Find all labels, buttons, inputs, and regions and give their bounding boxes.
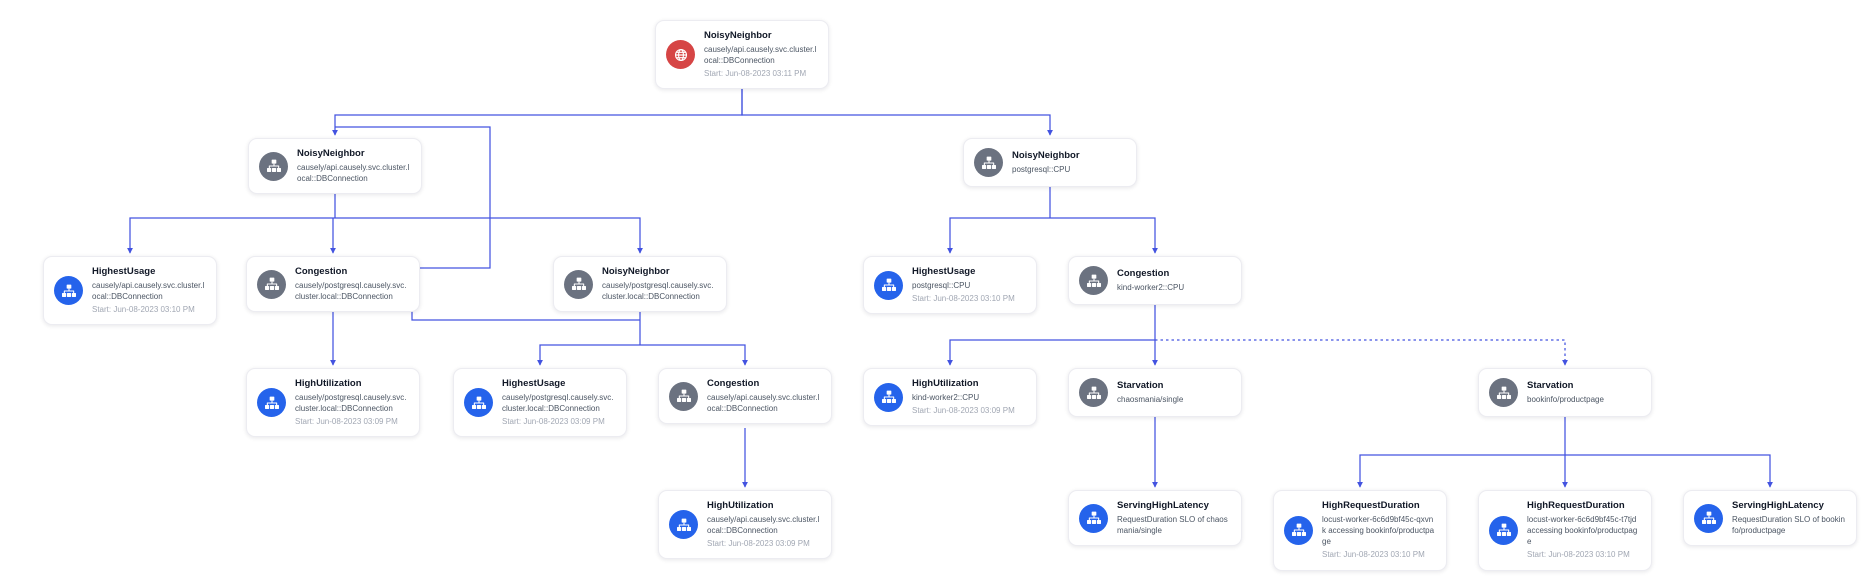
sitemap-icon [874,270,903,300]
node-card-servinghighlatency-chaosmania[interactable]: ServingHighLatency RequestDuration SLO o… [1068,490,1242,547]
node-card-congestion-postgres[interactable]: Congestion causely/postgresql.causely.sv… [246,256,420,313]
node-description: kind-worker2::CPU [912,392,980,402]
node-card-highestusage-postgres-cpu[interactable]: HighestUsage postgresql::CPU Start: Jun-… [863,256,1037,315]
node-start-time: Start: Jun-08-2023 03:10 PM [92,305,195,315]
node-card-congestion-kindworker2[interactable]: Congestion kind-worker2::CPU [1068,256,1242,305]
edge-nn-postgres-db-to-highestusage-postgres-db [537,344,640,366]
node-description: causely/api.causely.svc.cluster.local::D… [297,162,410,183]
node-start-time: Start: Jun-08-2023 03:10 PM [1527,550,1630,560]
node-title: Congestion [295,266,348,277]
sitemap-icon [464,388,493,418]
edge-congestion-kindworker2-to-highutilization-kindworker2 [947,339,1155,366]
sitemap-icon [257,388,286,418]
node-card-highutilization-api[interactable]: HighUtilization causely/api.causely.svc.… [658,490,832,560]
node-description: causely/api.causely.svc.cluster.local::D… [707,514,820,535]
edge-nn-api-to-nn-postgres-db [335,217,643,254]
node-card-nn-api[interactable]: NoisyNeighbor causely/api.causely.svc.cl… [248,138,422,195]
node-description: kind-worker2::CPU [1117,282,1185,292]
sitemap-icon [1079,378,1108,407]
node-description: postgresql::CPU [912,280,971,290]
node-card-nn-postgres-cpu[interactable]: NoisyNeighbor postgresql::CPU [963,138,1137,187]
globe-icon [666,40,695,70]
node-description: locust-worker-6c6d9bf45c-t7tjd accessing… [1527,514,1638,547]
sitemap-icon [257,269,286,299]
edge-congestion-kindworker2-to-starvation-bookinfo [1155,339,1568,366]
node-title: Starvation [1117,380,1164,391]
edge-starvation-bookinfo-to-highrequestduration-qxvnk [1357,454,1565,488]
node-description: causely/postgresql.causely.svc.cluster.l… [295,392,407,413]
edge-nn-postgres-cpu-to-congestion-kindworker2 [1050,217,1158,254]
sitemap-icon [974,148,1003,177]
sitemap-icon [564,269,593,299]
sitemap-icon [1489,515,1518,545]
node-title: NoisyNeighbor [297,148,365,159]
node-title: NoisyNeighbor [704,30,772,41]
node-title: HighestUsage [92,266,156,277]
node-description: bookinfo/productpage [1527,394,1604,404]
node-card-highestusage-api[interactable]: HighestUsage causely/api.causely.svc.clu… [43,256,217,326]
sitemap-icon [874,382,903,412]
node-description: locust-worker-6c6d9bf45c-qxvnk accessing… [1322,514,1435,547]
node-description: causely/api.causely.svc.cluster.local::D… [92,280,205,301]
node-title: HighUtilization [295,378,362,389]
node-card-highutilization-kindworker2[interactable]: HighUtilization kind-worker2::CPU Start:… [863,368,1037,427]
edge-nn-api-to-nn-postgres-db [335,126,640,321]
node-card-servinghighlatency-bookinfo[interactable]: ServingHighLatency RequestDuration SLO o… [1683,490,1857,547]
edge-nn-postgres-db-to-congestion-api [640,344,748,366]
node-card-highrequestduration-t7tjd[interactable]: HighRequestDuration locust-worker-6c6d9b… [1478,490,1652,571]
node-description: causely/api.causely.svc.cluster.local::D… [704,44,817,65]
node-card-starvation-bookinfo[interactable]: Starvation bookinfo/productpage [1478,368,1652,417]
node-title: HighRequestDuration [1322,500,1420,511]
node-title: HighRequestDuration [1527,500,1625,511]
node-title: Congestion [707,378,760,389]
sitemap-icon [259,151,288,181]
sitemap-icon [1694,503,1723,533]
sitemap-icon [1489,378,1518,407]
node-title: HighUtilization [707,500,774,511]
edge-nn-postgres-cpu-to-highestusage-postgres-cpu [947,217,1050,254]
node-title: HighestUsage [912,266,976,277]
sitemap-icon [669,510,698,540]
node-start-time: Start: Jun-08-2023 03:09 PM [295,417,398,427]
sitemap-icon [54,276,83,306]
node-title: HighestUsage [502,378,566,389]
node-description: causely/api.causely.svc.cluster.local::D… [707,392,820,413]
sitemap-icon [1079,266,1108,295]
node-description: postgresql::CPU [1012,164,1071,174]
node-start-time: Start: Jun-08-2023 03:09 PM [707,539,810,549]
node-description: causely/postgresql.causely.svc.cluster.l… [295,280,407,301]
node-description: chaosmania/single [1117,394,1184,404]
sitemap-icon [669,381,698,411]
node-start-time: Start: Jun-08-2023 03:09 PM [912,406,1015,415]
node-title: HighUtilization [912,378,979,389]
edge-root-to-nn-postgres-cpu [741,80,1053,136]
node-title: Starvation [1527,380,1574,391]
node-start-time: Start: Jun-08-2023 03:11 PM [704,69,807,79]
edge-starvation-bookinfo-to-servinghighlatency-bookinfo [1565,454,1773,488]
node-title: ServingHighLatency [1732,500,1824,511]
edge-nn-api-to-highestusage-api [127,217,335,254]
node-card-root[interactable]: NoisyNeighbor causely/api.causely.svc.cl… [655,20,829,90]
node-description: causely/postgresql.causely.svc.cluster.l… [602,280,714,301]
node-start-time: Start: Jun-08-2023 03:09 PM [502,417,605,427]
node-title: NoisyNeighbor [1012,150,1080,161]
node-start-time: Start: Jun-08-2023 03:10 PM [912,294,1015,303]
node-card-starvation-chaosmania[interactable]: Starvation chaosmania/single [1068,368,1242,417]
node-card-highutilization-postgres[interactable]: HighUtilization causely/postgresql.cause… [246,368,420,438]
node-title: Congestion [1117,268,1170,279]
sitemap-icon [1284,515,1313,545]
node-description: RequestDuration SLO of chaosmania/single [1117,514,1228,535]
node-card-congestion-api[interactable]: Congestion causely/api.causely.svc.clust… [658,368,832,425]
sitemap-icon [1079,503,1108,533]
node-card-highrequestduration-qxvnk[interactable]: HighRequestDuration locust-worker-6c6d9b… [1273,490,1447,571]
node-card-nn-postgres-db[interactable]: NoisyNeighbor causely/postgresql.causely… [553,256,727,313]
node-start-time: Start: Jun-08-2023 03:10 PM [1322,550,1425,560]
node-title: ServingHighLatency [1117,500,1209,511]
node-card-highestusage-postgres-db[interactable]: HighestUsage causely/postgresql.causely.… [453,368,627,438]
node-description: RequestDuration SLO of bookinfo/productp… [1732,514,1845,535]
node-title: NoisyNeighbor [602,266,670,277]
node-description: causely/postgresql.causely.svc.cluster.l… [502,392,614,413]
